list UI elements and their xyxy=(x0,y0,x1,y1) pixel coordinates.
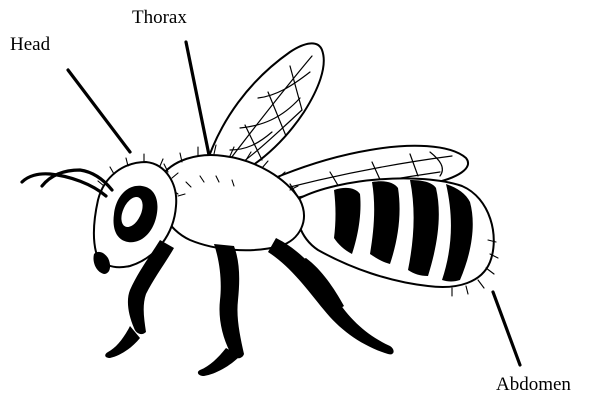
label-thorax: Thorax xyxy=(132,7,187,28)
leader-line-thorax xyxy=(186,42,210,160)
label-abdomen: Abdomen xyxy=(496,374,571,395)
leader-line-abdomen xyxy=(493,292,520,365)
bee-illustration xyxy=(22,43,498,376)
leader-line-head xyxy=(68,70,130,152)
label-head: Head xyxy=(10,34,51,55)
thorax-shape xyxy=(158,155,304,250)
front-foot xyxy=(105,326,140,358)
middle-leg xyxy=(214,244,244,358)
antenna-left xyxy=(22,174,106,196)
